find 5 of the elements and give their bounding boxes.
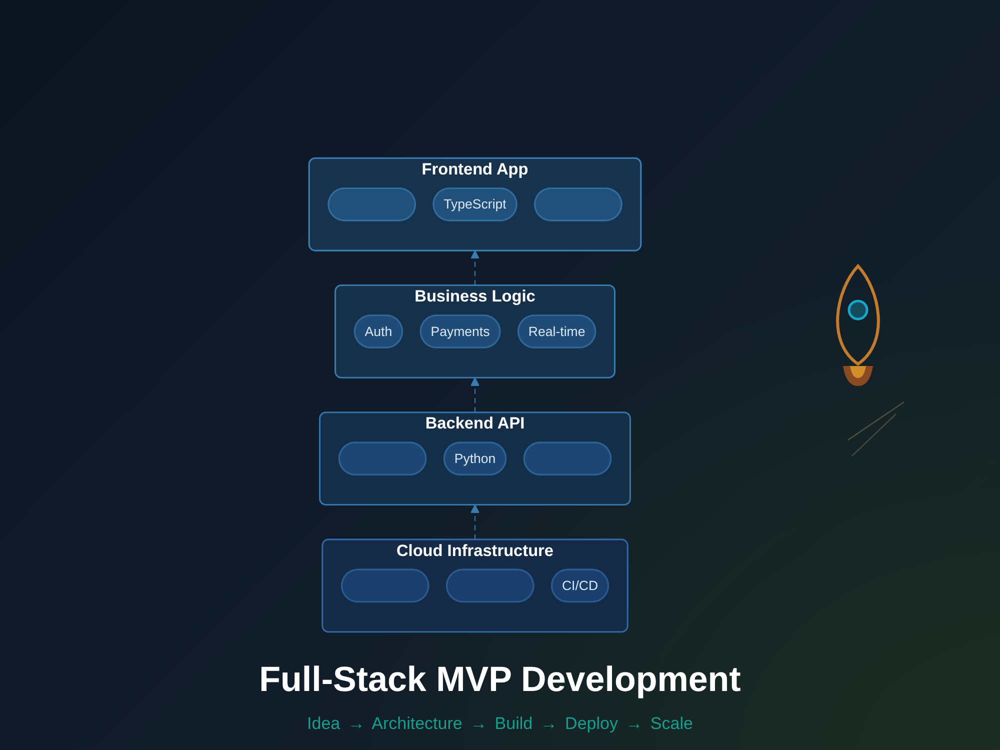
arrow	[470, 250, 480, 286]
arrow	[470, 504, 480, 540]
diagram-title: Full-Stack MVP Development	[258, 660, 742, 700]
arrow	[470, 377, 480, 412]
diagram-caption: Idea → Architecture → Build → Deploy → Scale	[306, 714, 694, 734]
